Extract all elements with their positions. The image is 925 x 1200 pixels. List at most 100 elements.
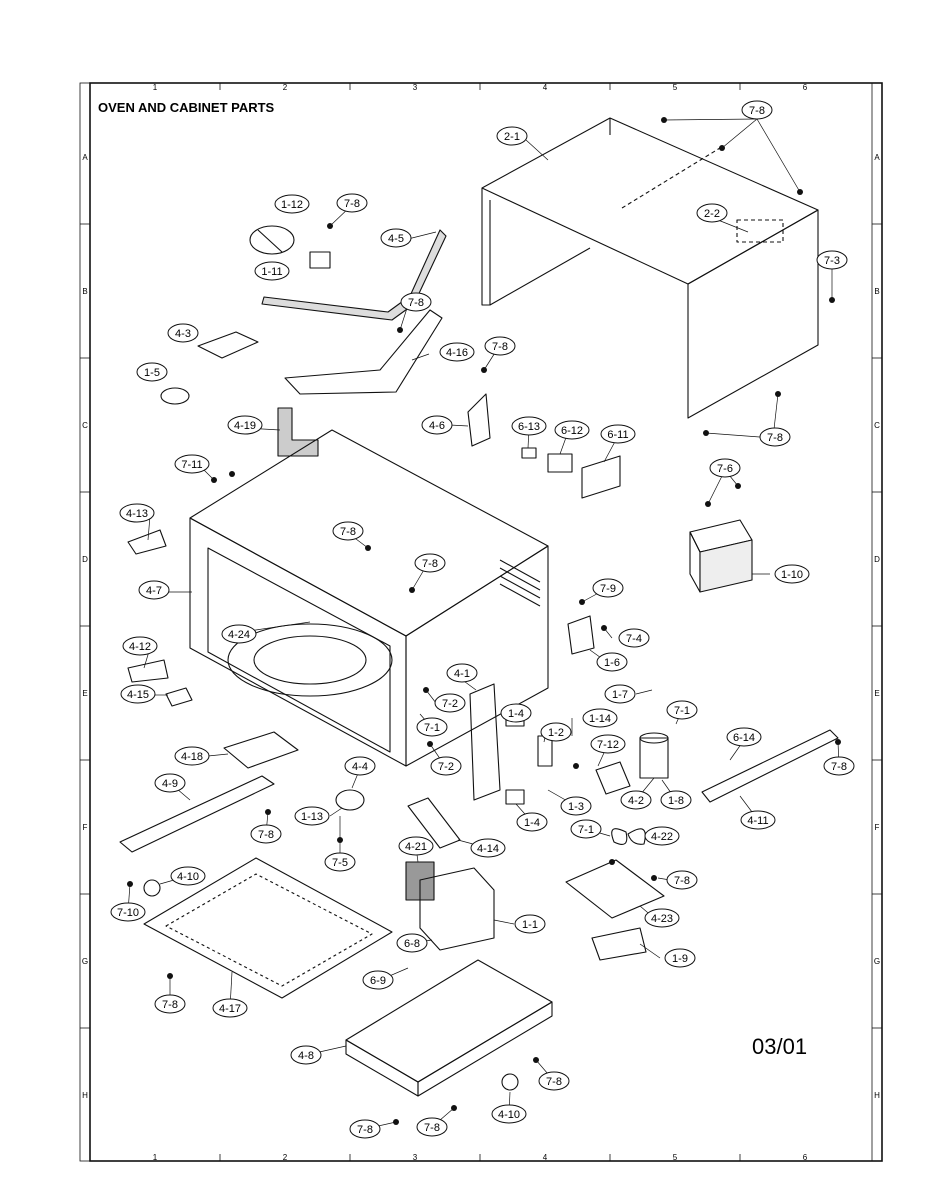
callout-balloon	[759, 427, 791, 447]
callout-6-13: 6-13	[511, 416, 547, 436]
callout-balloon	[362, 970, 394, 990]
callout-7-11: 7-11	[174, 454, 210, 474]
callout-balloon	[274, 194, 310, 214]
callout-7-9: 7-9	[592, 578, 624, 598]
callout-label: 4-1	[454, 668, 470, 680]
callout-7-12: 7-12	[590, 734, 626, 754]
callout-label: 1-14	[589, 713, 611, 725]
callout-label: 1-9	[672, 953, 688, 965]
callout-1-8: 1-8	[660, 790, 692, 810]
callout-7-6: 7-6	[709, 458, 741, 478]
row-label: E	[82, 689, 87, 698]
fan-bracket-drawing	[565, 859, 665, 919]
callout-7-8: 7-8	[349, 1119, 381, 1139]
callout-balloon	[644, 826, 680, 846]
callout-balloon	[324, 852, 356, 872]
oven-cavity-drawing	[189, 429, 549, 767]
foot-left-drawing	[143, 879, 161, 897]
callout-1-14: 1-14	[582, 708, 618, 728]
callout-7-8: 7-8	[414, 553, 446, 573]
column-label: 4	[543, 1153, 548, 1162]
callout-balloon	[696, 203, 728, 223]
callout-4-2: 4-2	[620, 790, 652, 810]
callout-label: 4-24	[228, 629, 250, 641]
callout-label: 7-6	[717, 463, 733, 475]
callout-balloon	[120, 684, 156, 704]
part-drawings	[119, 117, 841, 1130]
callout-1-1: 1-1	[514, 914, 546, 934]
column-label: 3	[413, 83, 418, 92]
callout-label: 6-11	[607, 429, 628, 441]
callout-balloon	[511, 416, 547, 436]
callout-label: 2-2	[704, 208, 720, 220]
callout-6-14: 6-14	[726, 727, 762, 747]
callout-label: 4-5	[388, 233, 404, 245]
bracket-drawing	[284, 309, 443, 395]
callout-label: 1-10	[781, 569, 803, 581]
callout-balloon	[136, 362, 168, 382]
callout-label: 4-10	[498, 1109, 520, 1121]
thermal-cutout-drawing	[160, 387, 190, 405]
column-label: 6	[803, 1153, 808, 1162]
callout-7-1: 7-1	[666, 700, 698, 720]
row-label: B	[82, 287, 87, 296]
grid-column-labels-top: 1 2 3 4 5 6	[153, 83, 808, 92]
callout-1-4: 1-4	[500, 703, 532, 723]
screw-markers	[127, 117, 841, 1125]
callout-balloon	[400, 292, 432, 312]
label-medium-drawing	[547, 453, 573, 473]
callout-balloon	[514, 914, 546, 934]
callout-label: 4-19	[234, 420, 256, 432]
callout-4-12: 4-12	[122, 636, 158, 656]
drawing-frame	[79, 82, 883, 1162]
callout-label: 4-21	[405, 841, 427, 853]
callout-4-7: 4-7	[138, 580, 170, 600]
callout-7-1: 7-1	[416, 717, 448, 737]
row-label: C	[82, 421, 88, 430]
callout-7-8: 7-8	[332, 521, 364, 541]
callout-label: 4-15	[127, 689, 149, 701]
callout-balloon	[290, 1045, 322, 1065]
callout-label: 1-13	[301, 811, 323, 823]
callout-balloon	[138, 580, 170, 600]
callout-balloon	[823, 756, 855, 776]
callout-balloon	[604, 684, 636, 704]
callout-label: 7-8	[408, 297, 424, 309]
callout-label: 7-8	[831, 761, 847, 773]
callout-balloon	[500, 703, 532, 723]
callout-balloon	[439, 342, 475, 362]
callout-7-5: 7-5	[324, 852, 356, 872]
column-label: 6	[803, 83, 808, 92]
hinge-lower-drawing	[127, 659, 169, 683]
callout-label: 6-13	[518, 421, 540, 433]
callout-balloon	[380, 228, 412, 248]
callout-label: 6-12	[561, 425, 583, 437]
callout-balloon	[174, 454, 210, 474]
callout-label: 4-7	[146, 585, 162, 597]
callout-balloon	[254, 261, 290, 281]
callout-6-12: 6-12	[554, 420, 590, 440]
foot-bottom-drawing	[501, 1073, 519, 1091]
column-label: 1	[153, 1153, 158, 1162]
callout-7-8: 7-8	[336, 193, 368, 213]
outer-cabinet-drawing	[481, 117, 819, 419]
label-small-drawing	[521, 447, 537, 459]
row-label: B	[874, 287, 879, 296]
callout-balloon	[332, 521, 364, 541]
callout-7-4: 7-4	[618, 628, 650, 648]
callout-balloon	[816, 250, 848, 270]
callout-4-11: 4-11	[740, 810, 776, 830]
callout-4-23: 4-23	[644, 908, 680, 928]
column-label: 1	[153, 83, 158, 92]
callout-7-8: 7-8	[538, 1071, 570, 1091]
duct-seal-drawing	[261, 229, 447, 321]
callout-label: 1-3	[568, 801, 584, 813]
callout-balloon	[294, 806, 330, 826]
microswitch-lower-drawing	[505, 789, 525, 805]
switch-drawing	[567, 615, 595, 655]
callout-7-8: 7-8	[666, 870, 698, 890]
callout-balloon	[430, 756, 462, 776]
callout-balloon	[416, 717, 448, 737]
